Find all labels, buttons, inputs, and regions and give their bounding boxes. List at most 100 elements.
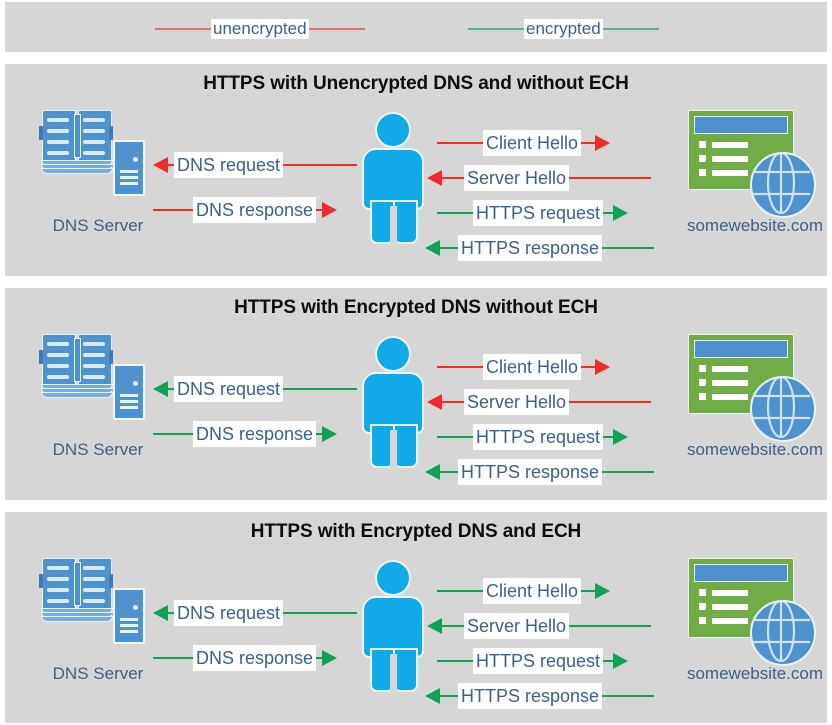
person-leg-gap bbox=[390, 206, 397, 244]
server-tower-icon bbox=[113, 140, 145, 196]
message-https-request[interactable]: HTTPS request bbox=[437, 200, 629, 226]
message-https-request[interactable]: HTTPS request bbox=[437, 648, 629, 674]
book-text-line bbox=[83, 588, 105, 592]
message-line bbox=[437, 212, 473, 214]
message-line bbox=[437, 436, 473, 438]
person-head-icon bbox=[377, 338, 409, 370]
message-client-hello[interactable]: Client Hello bbox=[437, 130, 611, 156]
dns-connector-line bbox=[79, 165, 117, 167]
book-page-edge bbox=[41, 616, 113, 622]
book-text-line bbox=[83, 364, 105, 368]
message-https-response[interactable]: HTTPS response bbox=[425, 235, 655, 261]
message-https-response[interactable]: HTTPS response bbox=[425, 683, 655, 709]
server-slot bbox=[120, 394, 138, 397]
globe-icon bbox=[750, 152, 816, 218]
book-text-line bbox=[83, 375, 105, 379]
list-bullet-icon bbox=[699, 141, 706, 148]
book-tab bbox=[39, 350, 43, 364]
person-leg-icon bbox=[395, 426, 416, 466]
website-node[interactable]: somewebsite.com bbox=[681, 556, 827, 696]
message-server-hello[interactable]: Server Hello bbox=[427, 165, 652, 191]
dns-server-node[interactable]: DNS Server bbox=[29, 108, 159, 248]
user-node[interactable] bbox=[361, 338, 425, 468]
message-server-hello[interactable]: Server Hello bbox=[427, 613, 652, 639]
book-text-line bbox=[47, 140, 69, 144]
legend-band: unencrypted encrypted bbox=[5, 2, 827, 52]
dns-server-node[interactable]: DNS Server bbox=[29, 556, 159, 696]
book-page bbox=[42, 334, 76, 386]
message-label: HTTPS request bbox=[473, 200, 604, 226]
message-dns-response[interactable]: DNS response bbox=[153, 645, 338, 671]
globe-icon bbox=[750, 376, 816, 442]
message-line bbox=[153, 657, 193, 659]
list-line bbox=[712, 170, 748, 176]
book-text-line bbox=[47, 129, 69, 133]
person-leg-icon bbox=[372, 650, 393, 690]
message-label: DNS response bbox=[193, 197, 317, 223]
message-line bbox=[440, 695, 458, 697]
message-label: HTTPS request bbox=[473, 424, 604, 450]
message-label: Client Hello bbox=[483, 130, 582, 156]
message-server-hello[interactable]: Server Hello bbox=[427, 389, 652, 415]
website-node[interactable]: somewebsite.com bbox=[681, 108, 827, 248]
list-line bbox=[712, 142, 748, 148]
website-label: somewebsite.com bbox=[686, 664, 824, 683]
message-line bbox=[437, 366, 483, 368]
message-dns-request[interactable]: DNS request bbox=[153, 152, 358, 178]
server-slot bbox=[120, 170, 138, 173]
message-line bbox=[437, 590, 483, 592]
message-label: Client Hello bbox=[483, 354, 582, 380]
book-spine bbox=[74, 562, 81, 606]
message-line bbox=[316, 209, 323, 211]
globe-icon bbox=[750, 600, 816, 666]
person-head-icon bbox=[377, 562, 409, 594]
arrowhead-right-icon bbox=[322, 650, 338, 666]
message-line bbox=[603, 436, 614, 438]
server-indicator-icon bbox=[133, 381, 138, 386]
message-client-hello[interactable]: Client Hello bbox=[437, 578, 611, 604]
person-leg-gap bbox=[390, 654, 397, 692]
list-bullet-icon bbox=[699, 169, 706, 176]
book-text-line bbox=[83, 118, 105, 122]
message-https-response[interactable]: HTTPS response bbox=[425, 459, 655, 485]
book-text-line bbox=[47, 364, 69, 368]
list-line bbox=[712, 604, 748, 610]
user-node[interactable] bbox=[361, 562, 425, 692]
message-client-hello[interactable]: Client Hello bbox=[437, 354, 611, 380]
message-label: Client Hello bbox=[483, 578, 582, 604]
message-dns-response[interactable]: DNS response bbox=[153, 197, 338, 223]
panel-title: HTTPS with Encrypted DNS without ECH bbox=[234, 297, 598, 318]
message-label: DNS request bbox=[174, 376, 284, 402]
message-line bbox=[581, 366, 596, 368]
book-text-line bbox=[83, 353, 105, 357]
arrowhead-right-icon bbox=[613, 205, 629, 221]
message-line bbox=[602, 247, 655, 249]
person-body-icon bbox=[364, 598, 422, 656]
message-dns-response[interactable]: DNS response bbox=[153, 421, 338, 447]
message-line bbox=[569, 625, 652, 627]
message-label: HTTPS response bbox=[458, 459, 603, 485]
book-text-line bbox=[83, 151, 105, 155]
message-dns-request[interactable]: DNS request bbox=[153, 600, 358, 626]
arrowhead-right-icon bbox=[322, 426, 338, 442]
legend-label-unencrypted: unencrypted bbox=[211, 19, 309, 39]
message-https-request[interactable]: HTTPS request bbox=[437, 424, 629, 450]
person-leg-icon bbox=[372, 202, 393, 242]
website-node[interactable]: somewebsite.com bbox=[681, 332, 827, 472]
arrowhead-right-icon bbox=[322, 202, 338, 218]
message-line bbox=[283, 164, 358, 166]
message-line bbox=[581, 590, 596, 592]
arrowhead-left-icon bbox=[427, 394, 442, 410]
dns-server-node[interactable]: DNS Server bbox=[29, 332, 159, 472]
person-body-icon bbox=[364, 150, 422, 208]
user-node[interactable] bbox=[361, 114, 425, 244]
book-text-line bbox=[83, 129, 105, 133]
message-dns-request[interactable]: DNS request bbox=[153, 376, 358, 402]
message-line bbox=[168, 388, 174, 390]
list-line bbox=[712, 590, 748, 596]
message-line bbox=[168, 612, 174, 614]
message-line bbox=[316, 657, 323, 659]
message-line bbox=[602, 471, 655, 473]
book-tab bbox=[39, 126, 43, 140]
